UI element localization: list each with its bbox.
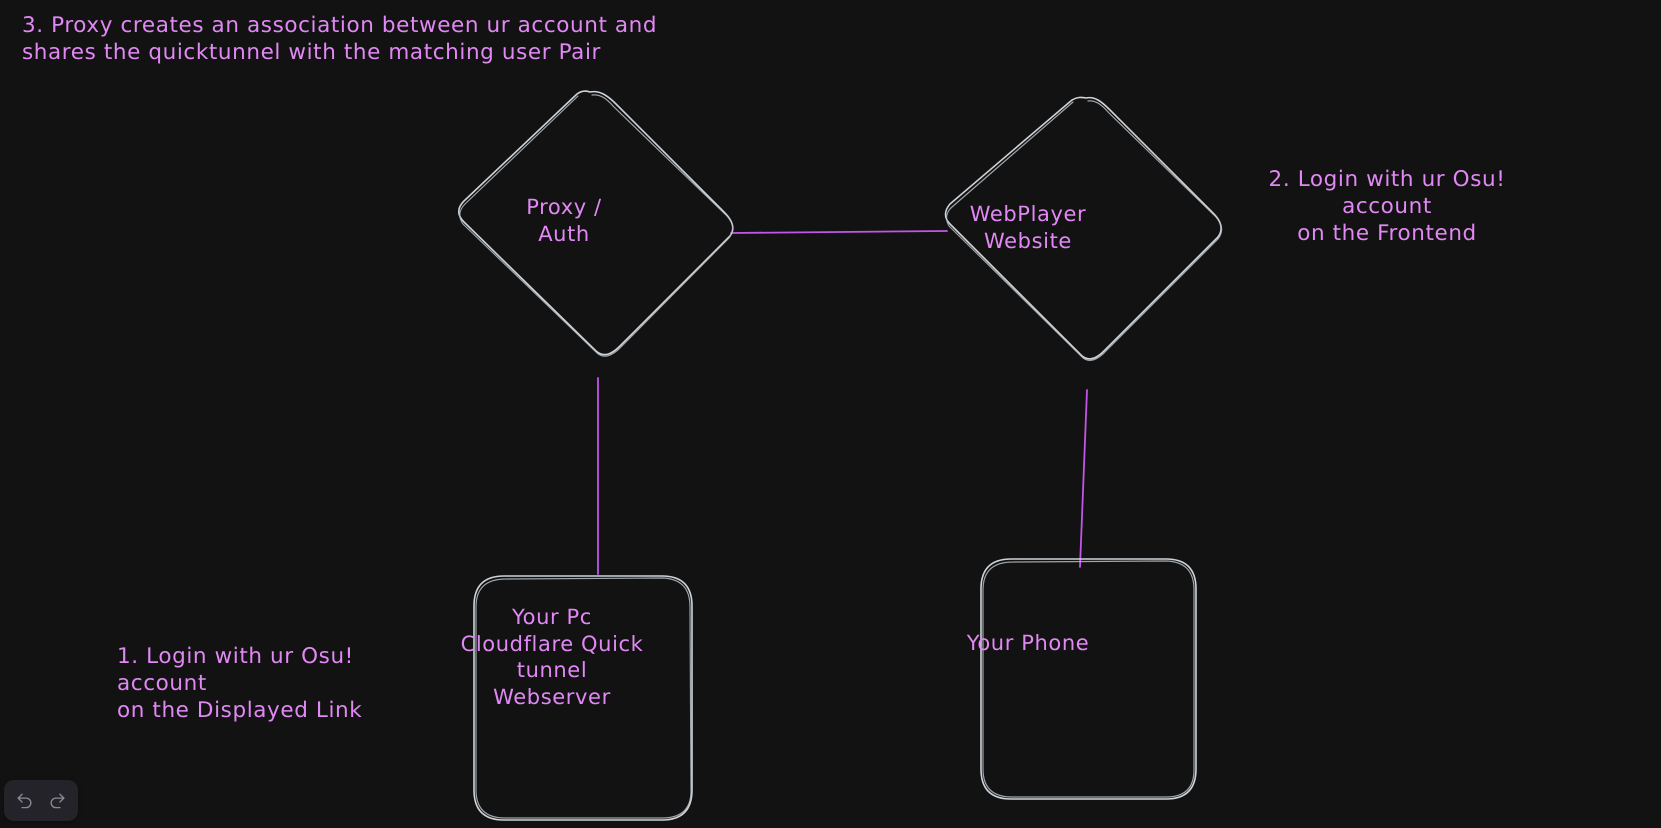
node-label-webplayer-website[interactable]: WebPlayer Website	[969, 202, 1087, 253]
node-label-proxy-auth[interactable]: Proxy / Auth	[526, 195, 602, 246]
undo-button[interactable]	[9, 785, 40, 816]
node-your-pc-shape[interactable]	[473, 575, 693, 821]
node-proxy-auth-shape[interactable]	[457, 90, 734, 357]
node-label-your-pc[interactable]: Your Pc Cloudflare Quick tunnel Webserve…	[460, 605, 644, 709]
node-webplayer-website-shape[interactable]	[944, 96, 1223, 362]
history-toolbar	[4, 780, 78, 821]
undo-icon	[15, 791, 34, 810]
redo-icon	[48, 791, 67, 810]
note-step-1[interactable]: 1. Login with ur Osu! account on the Dis…	[117, 644, 363, 723]
note-step-2[interactable]: 2. Login with ur Osu! account on the Fro…	[1268, 167, 1506, 246]
edge-webplayer-to-yourphone	[1079, 389, 1088, 568]
node-label-your-phone[interactable]: Your Phone	[966, 631, 1090, 655]
edge-proxy-to-webplayer	[730, 230, 948, 234]
node-your-phone-shape[interactable]	[980, 558, 1197, 800]
note-step-3[interactable]: 3. Proxy creates an association between …	[22, 13, 658, 65]
redo-button[interactable]	[42, 785, 73, 816]
